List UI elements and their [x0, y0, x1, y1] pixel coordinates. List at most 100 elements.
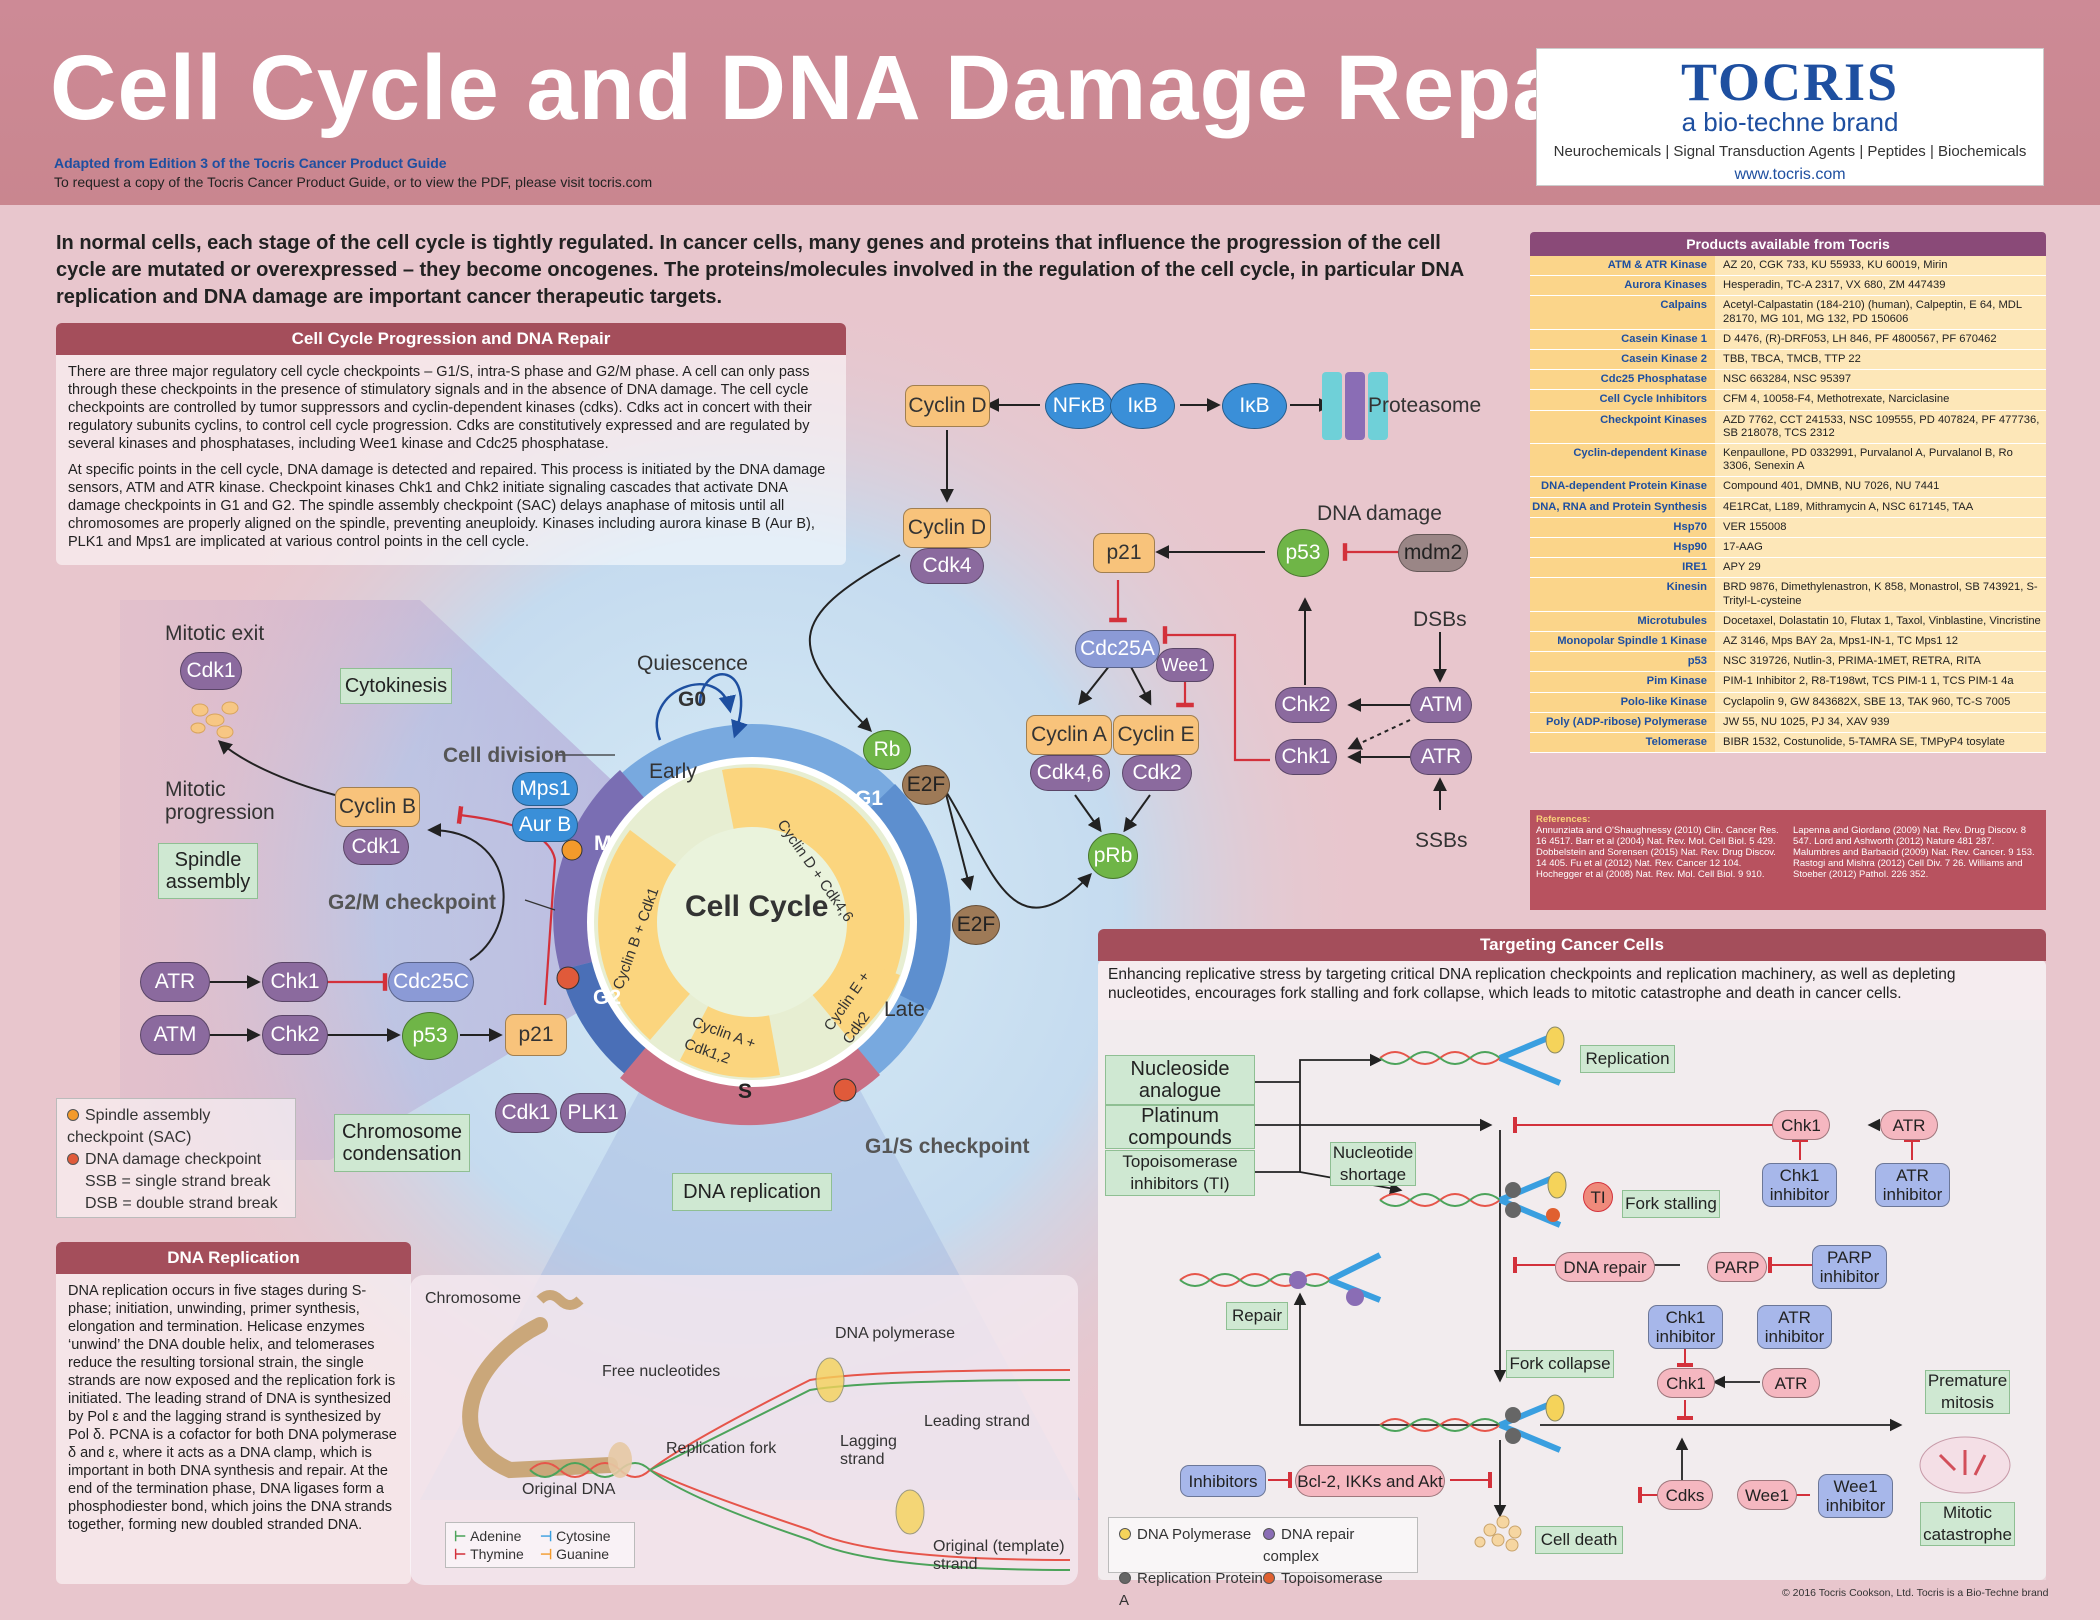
product-category: Casein Kinase 1 — [1621, 332, 1707, 345]
product-list: Compound 401, DMNB, NU 7026, NU 7441 — [1715, 477, 2046, 497]
atr-right-node[interactable]: ATR — [1410, 739, 1472, 775]
bcl2-ikk-akt-node[interactable]: Bcl-2, IKKs and Akt — [1295, 1465, 1445, 1497]
cdk2-node[interactable]: Cdk2 — [1122, 755, 1192, 791]
product-category: Polo-like Kinase — [1620, 695, 1707, 708]
mps1-node[interactable]: Mps1 — [512, 772, 578, 806]
atr-target-node[interactable]: ATR — [1880, 1110, 1938, 1140]
cyclinD-mid-node[interactable]: Cyclin D — [903, 508, 991, 548]
spindle-assembly-label: Spindle assembly — [158, 843, 258, 899]
repair-label: Repair — [1226, 1302, 1288, 1330]
product-list: Hesperadin, TC-A 2317, VX 680, ZM 447439 — [1715, 276, 2046, 296]
aurb-node[interactable]: Aur B — [512, 808, 578, 842]
cdc25a-node[interactable]: Cdc25A — [1075, 630, 1160, 668]
leading-strand-label: Leading strand — [924, 1413, 1030, 1430]
e2f-node-2[interactable]: E2F — [952, 905, 1000, 945]
product-list: NSC 663284, NSC 95397 — [1715, 370, 2046, 390]
intro-text: In normal cells, each stage of the cell … — [56, 232, 1464, 308]
chk1-left-node[interactable]: Chk1 — [262, 962, 328, 1002]
p53-top-node[interactable]: p53 — [1277, 529, 1329, 577]
p21-top-node[interactable]: p21 — [1093, 533, 1155, 573]
products-heading: Products available from Tocris — [1530, 232, 2046, 256]
cyclinE-node[interactable]: Cyclin E — [1113, 715, 1199, 755]
atm-right-node[interactable]: ATM — [1410, 687, 1472, 723]
chk1-inhibitor-box-b[interactable]: Chk1 inhibitor — [1648, 1305, 1723, 1349]
atr-target-node-b[interactable]: ATR — [1762, 1368, 1820, 1398]
cell-cycle-para-1: There are three major regulatory cell cy… — [68, 364, 812, 452]
dna-replication-label: DNA replication — [672, 1173, 832, 1211]
cyclinD-top-node[interactable]: Cyclin D — [905, 385, 990, 427]
parp-node[interactable]: PARP — [1707, 1252, 1767, 1282]
inhibitors-node[interactable]: Inhibitors — [1180, 1465, 1266, 1497]
nfkb-node[interactable]: NFκB — [1045, 383, 1113, 429]
ikb-node-2[interactable]: IκB — [1222, 383, 1287, 429]
ti-node[interactable]: TI — [1583, 1182, 1613, 1212]
plk1-node[interactable]: PLK1 — [560, 1093, 626, 1133]
g2m-checkpoint-label: G2/M checkpoint — [328, 891, 497, 914]
chk1-target-node[interactable]: Chk1 — [1772, 1110, 1830, 1140]
cell-cycle-center-label: Cell Cycle — [685, 890, 829, 923]
cdks-node[interactable]: Cdks — [1657, 1480, 1713, 1510]
mdm2-node[interactable]: mdm2 — [1398, 534, 1468, 572]
cdk1-exit-node[interactable]: Cdk1 — [180, 652, 242, 690]
atr-left-node[interactable]: ATR — [140, 962, 210, 1002]
atm-left-node[interactable]: ATM — [140, 1015, 210, 1055]
product-list: BIBR 1532, Costunolide, 5-TAMRA SE, TMPy… — [1715, 733, 2046, 753]
prb-node[interactable]: pRb — [1088, 833, 1138, 879]
p21-left-node[interactable]: p21 — [505, 1014, 567, 1056]
cdk4-node[interactable]: Cdk4 — [910, 548, 984, 584]
chk1-right-node[interactable]: Chk1 — [1275, 739, 1337, 775]
cdc25c-node[interactable]: Cdc25C — [388, 962, 474, 1002]
dna-base-legend: ⊢ Adenine ⊣ Cytosine ⊢ Thymine ⊣ Guanine — [445, 1522, 635, 1568]
proteasome-icon — [1322, 372, 1388, 440]
atr-inhibitor-box-b[interactable]: ATR inhibitor — [1757, 1305, 1832, 1349]
product-category: Cell Cycle Inhibitors — [1599, 393, 1707, 406]
chk1-target-node-b[interactable]: Chk1 — [1657, 1368, 1715, 1398]
logo-url-link[interactable]: www.tocris.com — [1734, 166, 1846, 183]
ikb-node-1[interactable]: IκB — [1110, 383, 1175, 429]
cdk46-node[interactable]: Cdk4,6 — [1030, 755, 1110, 791]
e2f-node-1[interactable]: E2F — [902, 765, 950, 805]
cyclinB-node[interactable]: Cyclin B — [335, 787, 420, 827]
rb-node[interactable]: Rb — [863, 730, 911, 770]
dna-repair-node[interactable]: DNA repair — [1555, 1252, 1655, 1282]
template-strand-label: Original (template) strand — [933, 1538, 1065, 1573]
product-list: Cyclapolin 9, GW 843682X, SBE 13, TAK 96… — [1715, 692, 2046, 712]
product-category: Microtubules — [1637, 614, 1707, 627]
early-label: Early — [649, 760, 697, 783]
targeting-heading: Targeting Cancer Cells — [1098, 929, 2046, 961]
mitotic-catastrophe-label: Mitotic catastrophe — [1920, 1502, 2015, 1546]
rpa-dot-icon — [1119, 1572, 1131, 1584]
dsbs-label: DSBs — [1413, 608, 1467, 631]
dna-replication-heading: DNA Replication — [56, 1242, 411, 1274]
wee1-node[interactable]: Wee1 — [1156, 648, 1214, 682]
wee1-inhibitor-box[interactable]: Wee1 inhibitor — [1818, 1474, 1893, 1518]
p53-left-node[interactable]: p53 — [402, 1012, 458, 1060]
nucleoside-analogue-box: Nucleoside analogue — [1105, 1055, 1255, 1105]
tocris-logo[interactable]: TOCRIS a bio-techne brand Neurochemicals… — [1536, 48, 2044, 186]
g2-label: G2 — [593, 986, 622, 1009]
atr-inhibitor-box-a[interactable]: ATR inhibitor — [1875, 1163, 1950, 1207]
wee1-target-node[interactable]: Wee1 — [1737, 1480, 1797, 1510]
topoisomerase-dot-icon — [1263, 1572, 1275, 1584]
cdk1-bottom-node[interactable]: Cdk1 — [495, 1093, 557, 1133]
parp-inhibitor-box[interactable]: PARP inhibitor — [1812, 1245, 1887, 1289]
cdk1-b-node[interactable]: Cdk1 — [343, 829, 409, 865]
chk1-inhibitor-box-a[interactable]: Chk1 inhibitor — [1762, 1163, 1837, 1207]
cyclinA-node[interactable]: Cyclin A — [1026, 715, 1112, 755]
chk2-left-node[interactable]: Chk2 — [262, 1015, 328, 1055]
product-list: AZ 3146, Mps BAY 2a, Mps1-IN-1, TC Mps1 … — [1715, 632, 2046, 652]
product-list: PIM-1 Inhibitor 2, R8-T198wt, TCS PIM-1 … — [1715, 672, 2046, 692]
chk2-right-node[interactable]: Chk2 — [1275, 687, 1337, 723]
product-list: BRD 9876, Dimethylenastron, K 858, Monas… — [1715, 578, 2046, 611]
product-category: Aurora Kinases — [1624, 279, 1707, 292]
cell-death-label: Cell death — [1535, 1526, 1623, 1554]
ssbs-label: SSBs — [1415, 829, 1468, 852]
legend-guanine: ⊣ Guanine — [540, 1546, 610, 1562]
product-category: DNA-dependent Protein Kinase — [1541, 480, 1707, 493]
